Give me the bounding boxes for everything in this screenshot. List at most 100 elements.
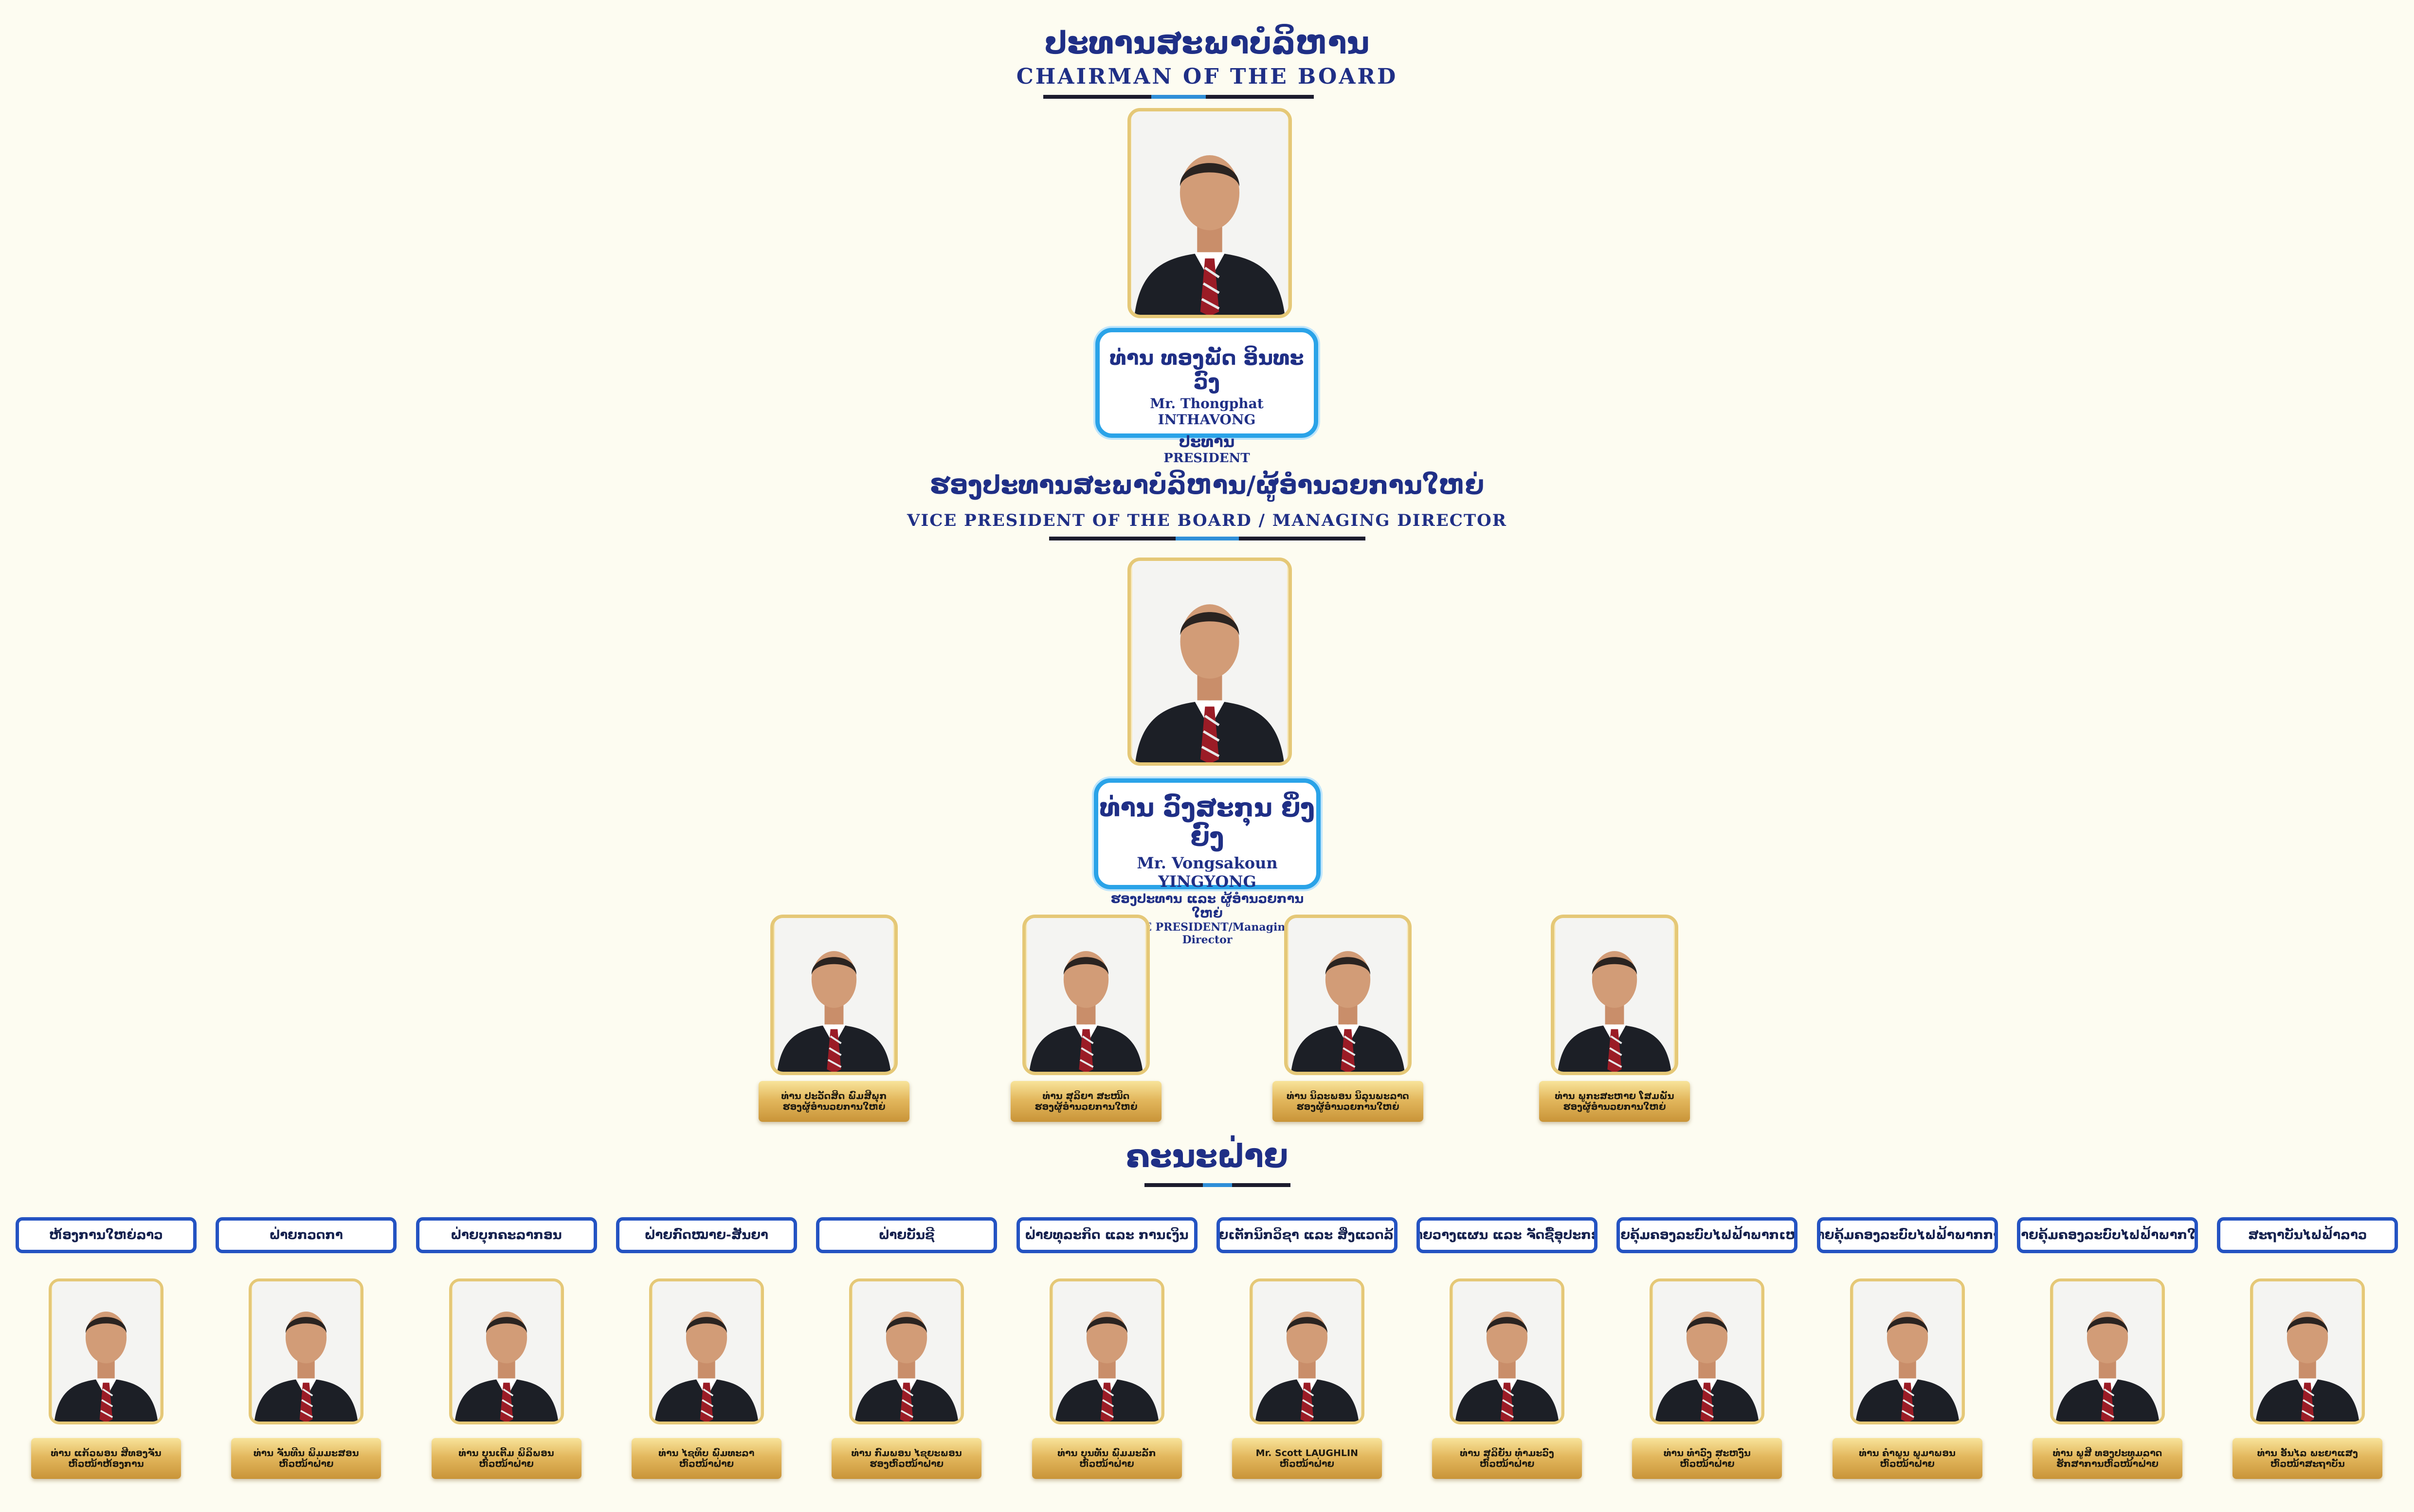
deputy-photo	[1022, 915, 1150, 1075]
department-label: ຝ່າຍກົດໝາຍ-ສັນຍາ	[616, 1217, 797, 1253]
department-head-position: ຮອງຫົວໜ້າຝ່າຍ	[870, 1458, 944, 1469]
department-head-name: ທ່ານ ຈັນທີນ ພິມມະສອນ	[254, 1448, 359, 1458]
vice-position-lao: ຮອງປະທານ ແລະ ຜູ້ອຳນວຍການໃຫຍ່	[1110, 892, 1304, 921]
department-head-photo	[849, 1278, 964, 1424]
deputy-name: ທ່ານ ພູກະສະຫາຍ ໂສມພັນ	[1555, 1091, 1674, 1101]
deputy-name: ທ່ານ ປະວັດສິດ ພົມສີພຸກ	[781, 1091, 887, 1101]
deputy-photo	[1284, 915, 1412, 1075]
department-head-photo	[2250, 1278, 2365, 1424]
vice-position-en: VICE PRESIDENT/Managing Director	[1122, 921, 1293, 946]
department-head-photo	[49, 1278, 163, 1424]
department-head-photo	[449, 1278, 564, 1424]
department-head-photo	[249, 1278, 364, 1424]
chairman-name-card: ທ່ານ ທອງພັດ ອິນທະວົງ Mr. Thongphat INTHA…	[1095, 328, 1318, 466]
department-label: ສະຖາບັນໄຟຟ້າລາວ	[2217, 1217, 2398, 1253]
department-head-nameplate: ທ່ານ ພູສີ ທອງປະທຸມລາດຮັກສາການຫົວໜ້າຝ່າຍ	[2033, 1438, 2182, 1479]
department-head-position: ຫົວໜ້າຝ່າຍ	[1880, 1458, 1935, 1469]
person-portrait-icon	[1652, 1281, 1761, 1422]
department-head-name: ທ່ານ ອັນໄລ ພະຍາແສງ	[2257, 1448, 2358, 1458]
person-portrait-icon	[452, 1281, 561, 1422]
department-head-photo	[649, 1278, 764, 1424]
department-head-position: ຫົວໜ້າຝ່າຍ	[1479, 1458, 1535, 1469]
vice-title-lao: ຮອງປະທານສະພາບໍລິຫານ/ຜູ້ອຳນວຍການໃຫຍ່	[929, 471, 1485, 500]
department-head-position: ຫົວໜ້າຝ່າຍ	[1680, 1458, 1735, 1469]
department-head-position: ຫົວໜ້າຝ່າຍ	[1279, 1458, 1334, 1469]
deputy-position: ຮອງຜູ້ອຳນວຍການໃຫຍ່	[1563, 1101, 1666, 1112]
department-head-photo	[1650, 1278, 1765, 1424]
deputy-photo	[1551, 915, 1678, 1075]
person-portrait-icon	[1554, 918, 1675, 1072]
deputy-position: ຮອງຜູ້ອຳນວຍການໃຫຍ່	[782, 1101, 886, 1112]
department-head-position: ຫົວໜ້າຝ່າຍ	[1079, 1458, 1134, 1469]
person-portrait-icon	[852, 1281, 961, 1422]
department-head-photo	[1249, 1278, 1364, 1424]
deputy-photo	[770, 915, 898, 1075]
person-portrait-icon	[1053, 1281, 1162, 1422]
chairman-position-lao: ປະທານ	[1179, 432, 1235, 451]
department-head-name: ທ່ານ ຄຳພູນ ພູມາພອນ	[1859, 1448, 1956, 1458]
department-head-name: ທ່ານ ສຸລິຍັນ ທຳມະວົງ	[1460, 1448, 1554, 1458]
department-head-position: ຫົວໜ້າຝ່າຍ	[279, 1458, 334, 1469]
department-head-name: ທ່ານ ພູສີ ທອງປະທຸມລາດ	[2052, 1448, 2162, 1458]
department-head-name: ທ່ານ ບຸນເຕີ້ມ ພິລິພອນ	[458, 1448, 554, 1458]
departments-title: ຄະນະຝ່າຍ	[1125, 1137, 1289, 1175]
deputy-position: ຮອງຜູ້ອຳນວຍການໃຫຍ່	[1035, 1101, 1138, 1112]
department-head-nameplate: ທ່ານ ທຳວົງ ສະຫງົ່ນຫົວໜ້າຝ່າຍ	[1632, 1438, 1782, 1479]
department-head-nameplate: ທ່ານ ກົມພອນ ໄຊຍະພອນຮອງຫົວໜ້າຝ່າຍ	[832, 1438, 982, 1479]
department-head-nameplate: ທ່ານ ບຸນທັນ ພົມມະລັກຫົວໜ້າຝ່າຍ	[1032, 1438, 1182, 1479]
department-head-photo	[1049, 1278, 1164, 1424]
person-portrait-icon	[52, 1281, 161, 1422]
chairman-title-en: CHAIRMAN OF THE BOARD	[1016, 64, 1398, 89]
department-head-photo	[1850, 1278, 1965, 1424]
deputy-nameplate: ທ່ານ ນິລະພອນ ນິລຸນພະລາດ ຮອງຜູ້ອຳນວຍການໃຫ…	[1272, 1081, 1423, 1122]
deputy-nameplate: ທ່ານ ພູກະສະຫາຍ ໂສມພັນ ຮອງຜູ້ອຳນວຍການໃຫຍ່	[1539, 1081, 1690, 1122]
vice-name-lao: ທ່ານ ວົງສະກຸນ ຍິ່ງຍົງ	[1099, 793, 1315, 852]
deputy-position: ຮອງຜູ້ອຳນວຍການໃຫຍ່	[1296, 1101, 1399, 1112]
department-head-nameplate: ທ່ານ ຈັນທີນ ພິມມະສອນຫົວໜ້າຝ່າຍ	[231, 1438, 381, 1479]
person-portrait-icon	[652, 1281, 761, 1422]
person-portrait-icon	[774, 918, 894, 1072]
person-portrait-icon	[2053, 1281, 2162, 1422]
department-head-name: ທ່ານ ກົມພອນ ໄຊຍະພອນ	[851, 1448, 962, 1458]
vice-photo	[1127, 558, 1292, 766]
person-portrait-icon	[1131, 561, 1289, 762]
department-head-name: Mr. Scott LAUGHLIN	[1255, 1448, 1358, 1458]
department-head-photo	[2050, 1278, 2165, 1424]
chairman-position-en: PRESIDENT	[1163, 451, 1250, 466]
person-portrait-icon	[1452, 1281, 1561, 1422]
department-head-position: ຫົວໜ້າຫ້ອງການ	[68, 1458, 144, 1469]
department-head-photo	[1450, 1278, 1565, 1424]
deputy-name: ທ່ານ ສຸລິຍາ ສະໜິດ	[1042, 1091, 1130, 1101]
person-portrait-icon	[2253, 1281, 2362, 1422]
department-label: ຫ້ອງການໃຫຍ່ລາວ	[16, 1217, 197, 1253]
vice-title-underline	[1049, 537, 1365, 540]
person-portrait-icon	[1288, 918, 1408, 1072]
department-head-nameplate: ທ່ານ ອັນໄລ ພະຍາແສງຫົວໜ້າສະຖາບັນ	[2232, 1438, 2383, 1479]
deputy-nameplate: ທ່ານ ສຸລິຍາ ສະໜິດ ຮອງຜູ້ອຳນວຍການໃຫຍ່	[1011, 1081, 1162, 1122]
chairman-photo	[1127, 108, 1292, 318]
chairman-title-lao: ປະທານສະພາບໍລິຫານ	[1044, 25, 1370, 61]
vice-name-card: ທ່ານ ວົງສະກຸນ ຍິ່ງຍົງ Mr. Vongsakoun YIN…	[1094, 778, 1321, 946]
department-head-nameplate: ທ່ານ ໄຊທິບ ພົມທະລາຫົວໜ້າຝ່າຍ	[631, 1438, 781, 1479]
chairman-name-lao: ທ່ານ ທອງພັດ ອິນທະວົງ	[1109, 346, 1304, 394]
department-label: ຝ່າຍຄຸ້ມຄອງລະບົບໄຟຟ້າພາກກາງ	[1816, 1217, 1998, 1253]
department-head-name: ທ່ານ ບຸນທັນ ພົມມະລັກ	[1057, 1448, 1156, 1458]
department-label: ຝ່າຍບຸກຄະລາກອນ	[416, 1217, 597, 1253]
department-head-nameplate: ທ່ານ ຄຳພູນ ພູມາພອນຫົວໜ້າຝ່າຍ	[1832, 1438, 1982, 1479]
department-head-name: ທ່ານ ທຳວົງ ສະຫງົ່ນ	[1663, 1448, 1751, 1458]
person-portrait-icon	[1131, 111, 1289, 315]
department-label: ຝ່າຍຄຸ້ມຄອງລະບົບໄຟຟ້າພາກເໜືອ	[1616, 1217, 1798, 1253]
department-head-position: ຫົວໜ້າສະຖາບັນ	[2270, 1458, 2345, 1469]
department-head-name: ທ່ານ ໄຊທິບ ພົມທະລາ	[658, 1448, 755, 1458]
person-portrait-icon	[1252, 1281, 1361, 1422]
person-portrait-icon	[1026, 918, 1146, 1072]
vice-name-en: Mr. Vongsakoun YINGYONG	[1137, 854, 1278, 891]
deputy-nameplate: ທ່ານ ປະວັດສິດ ພົມສີພຸກ ຮອງຜູ້ອຳນວຍການໃຫຍ…	[759, 1081, 909, 1122]
department-head-nameplate: ທ່ານ ແກ້ວພອນ ສີທອງຈັນຫົວໜ້າຫ້ອງການ	[31, 1438, 181, 1479]
department-label: ຝ່າຍກວດກາ	[216, 1217, 397, 1253]
person-portrait-icon	[1853, 1281, 1962, 1422]
department-head-nameplate: ທ່ານ ບຸນເຕີ້ມ ພິລິພອນຫົວໜ້າຝ່າຍ	[431, 1438, 581, 1479]
department-head-name: ທ່ານ ແກ້ວພອນ ສີທອງຈັນ	[51, 1448, 162, 1458]
vice-title-en: VICE PRESIDENT OF THE BOARD / MANAGING D…	[907, 511, 1507, 530]
